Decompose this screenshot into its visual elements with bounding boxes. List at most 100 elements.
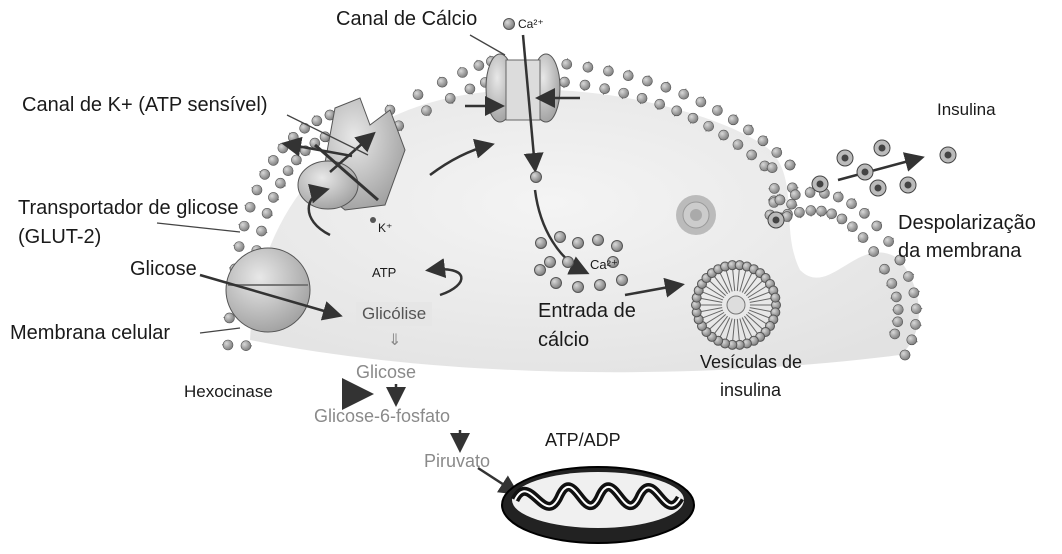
insulin-granule-core	[773, 217, 780, 224]
hexokinase-label: Hexocinase	[184, 382, 273, 402]
glut2-transporter	[226, 248, 310, 332]
insulin-granule-core	[945, 152, 952, 159]
calcium-ion	[593, 235, 604, 246]
lipid-head	[806, 206, 816, 216]
lipid-head	[268, 155, 278, 165]
glut2-label-line2: (GLUT-2)	[18, 226, 101, 249]
calcium-ion	[563, 257, 574, 268]
vesicles-label-line1: Vesículas de	[700, 352, 802, 373]
depolarization-label-line2: da membrana	[898, 240, 1021, 263]
potassium-channel-label: Canal de K+ (ATP sensível)	[22, 94, 268, 117]
lipid-head	[696, 97, 706, 107]
lipid-head	[900, 350, 910, 360]
lipid-head	[712, 106, 722, 116]
calcium-ion	[536, 238, 547, 249]
lipid-head	[911, 304, 921, 314]
insulin-granule-core	[905, 182, 912, 189]
lipid-head	[223, 340, 233, 350]
external-glucose-label: Glicose	[130, 258, 197, 281]
insulin-granule-core	[862, 169, 869, 176]
calcium-ion	[573, 282, 584, 293]
depolarization-label-line1: Despolarização	[898, 212, 1036, 235]
lipid-head	[275, 178, 285, 188]
lipid-head	[562, 59, 572, 69]
lipid-head	[600, 84, 610, 94]
lipid-head	[288, 132, 298, 142]
lipid-head	[421, 106, 431, 116]
lipid-head	[312, 116, 322, 126]
lipid-head	[655, 99, 665, 109]
lipid-head	[858, 233, 868, 243]
lipid-head	[816, 206, 826, 216]
lipid-head	[907, 335, 917, 345]
lipid-head	[679, 89, 689, 99]
lipid-head	[743, 125, 753, 135]
lipid-head	[704, 121, 714, 131]
lipid-head	[688, 113, 698, 123]
lipid-head	[413, 90, 423, 100]
lipid-head	[847, 222, 857, 232]
lipid-head	[719, 130, 729, 140]
inner-calcium-ion-label: Ca²⁺	[590, 258, 618, 273]
insulin-granule-core	[817, 181, 824, 188]
lipid-head	[891, 292, 901, 302]
atp-label: ATP	[372, 266, 396, 281]
lipid-head	[728, 115, 738, 125]
lipid-head	[619, 88, 629, 98]
k-ion-dot	[370, 217, 376, 223]
lipid-head	[909, 288, 919, 298]
calcium-channel-label: Canal de Cálcio	[336, 8, 477, 31]
insulin-granule	[676, 195, 716, 235]
lipid-head	[772, 148, 782, 158]
lipid-head	[672, 106, 682, 116]
lipid-head	[785, 160, 795, 170]
potassium-ion-label: K⁺	[378, 222, 392, 236]
vesicle-core	[727, 296, 745, 314]
calcium-channel	[486, 54, 560, 122]
insulin-granule-core	[879, 145, 886, 152]
calcium-ion-label: Ca²⁺	[518, 18, 544, 32]
calcium-ion	[612, 241, 623, 252]
insulin-granule-core	[875, 185, 882, 192]
lipid-head	[769, 183, 779, 193]
calcium-entry-label-line2: cálcio	[538, 329, 589, 352]
lipid-head	[747, 150, 757, 160]
lipid-head	[239, 221, 249, 231]
calcium-ion	[595, 280, 606, 291]
lipid-head	[880, 264, 890, 274]
lipid-head	[560, 77, 570, 87]
glycolysis-label: Glicólise	[356, 302, 432, 326]
lipid-head	[234, 242, 244, 252]
vesicle-lipid-head	[771, 293, 780, 302]
lipid-head	[869, 247, 879, 257]
cell-membrane-label: Membrana celular	[10, 322, 170, 345]
lipid-head	[790, 190, 800, 200]
lipid-head	[241, 341, 251, 351]
lipid-head	[887, 278, 897, 288]
calcium-ion	[617, 275, 628, 286]
lipid-head	[859, 208, 869, 218]
lipid-head	[642, 76, 652, 86]
atp-adp-label: ATP/ADP	[545, 430, 621, 451]
insulin-label: Insulina	[937, 100, 996, 120]
lipid-head	[758, 136, 768, 146]
pyruvate-label: Piruvato	[424, 451, 490, 472]
lipid-head	[847, 199, 857, 209]
lipid-head	[890, 329, 900, 339]
calcium-ion	[531, 172, 542, 183]
internal-glucose-label: Glicose	[356, 362, 416, 383]
calcium-entry-label-line1: Entrada de	[538, 300, 636, 323]
glycolysis-down-arrow: ⇓	[388, 332, 401, 350]
lipid-head	[893, 305, 903, 315]
calcium-ion	[551, 278, 562, 289]
lipid-head	[283, 166, 293, 176]
lipid-head	[837, 214, 847, 224]
lipid-head	[787, 199, 797, 209]
lipid-head	[661, 82, 671, 92]
lipid-head	[257, 226, 267, 236]
lipid-head	[445, 93, 455, 103]
lipid-head	[903, 272, 913, 282]
lipid-head	[893, 317, 903, 327]
lipid-head	[437, 77, 447, 87]
